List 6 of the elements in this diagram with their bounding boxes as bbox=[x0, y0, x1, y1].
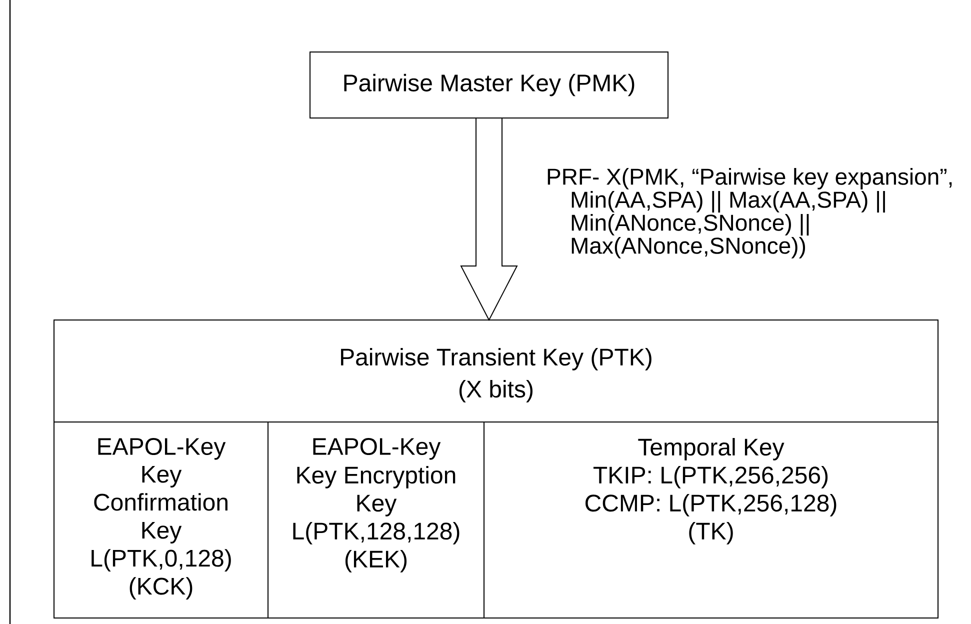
key-box: Temporal Key TKIP: L(PTK,256,256) CCMP: L(PTK,256,128) (TK) bbox=[484, 422, 938, 618]
key-box: EAPOL-Key Key Encryption Key L(PTK,128,128) (KEK) bbox=[268, 422, 484, 618]
block-arrow bbox=[460, 118, 518, 322]
key-box: Pairwise Master Key (PMK) bbox=[310, 52, 668, 118]
edge-label: PRF- X(PMK, “Pairwise key expansion”, Min(AA,SPA) || Max(AA,SPA) || Min(ANonce,SNonce) || Max(ANonce,SNonce)) bbox=[548, 168, 952, 258]
key-box: EAPOL-Key Key Confirmation Key L(PTK,0,128) (KCK) bbox=[54, 422, 268, 618]
